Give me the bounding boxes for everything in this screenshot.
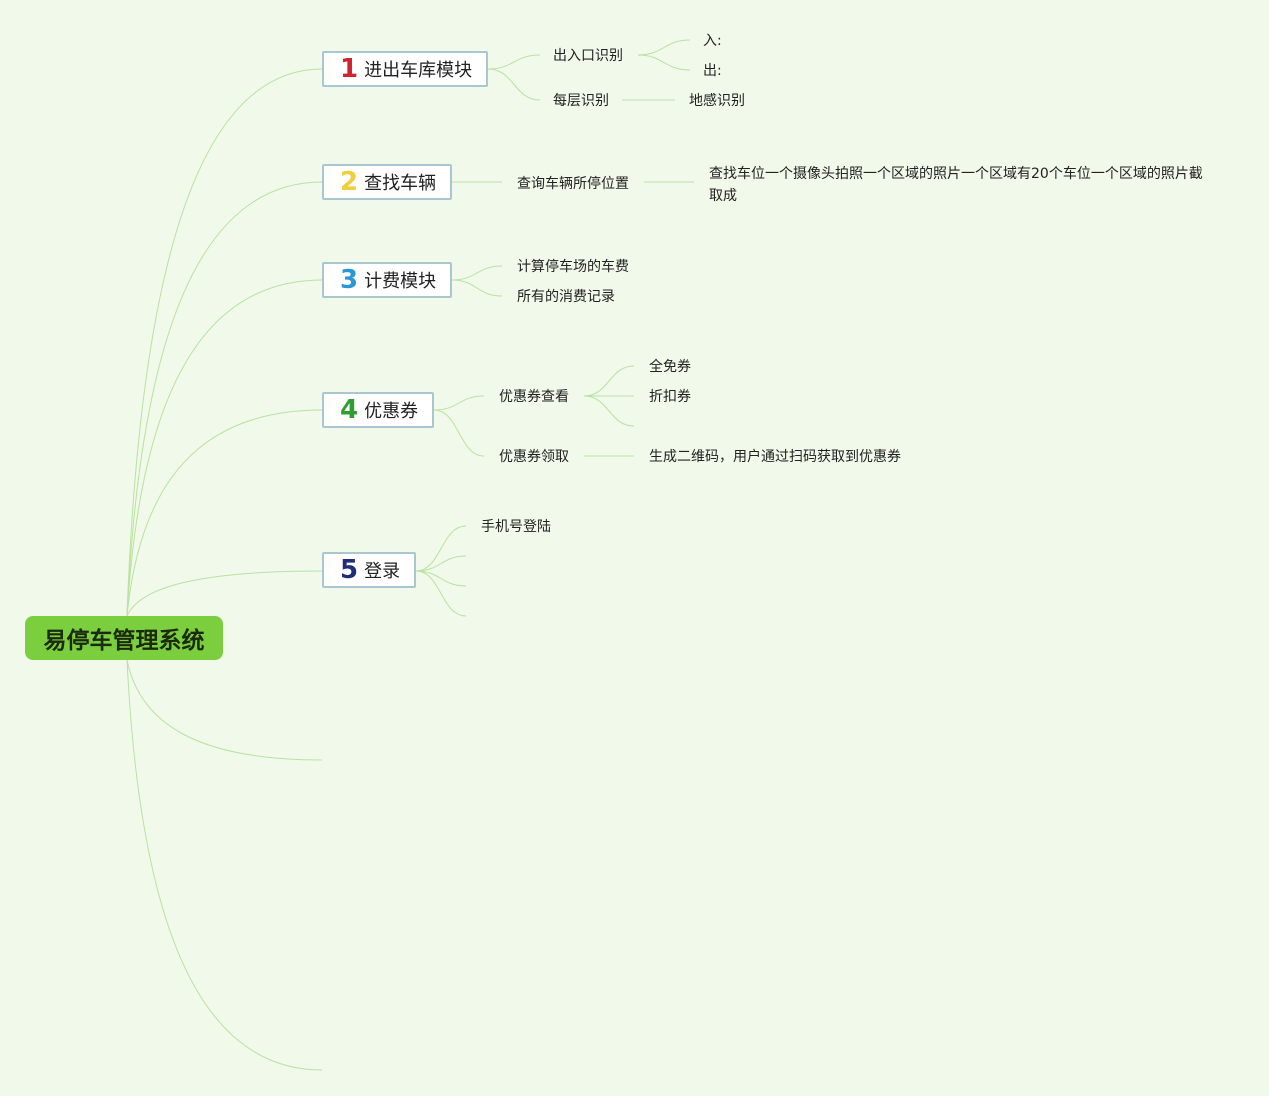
node-floor-recognition[interactable]: 每层识别: [553, 93, 609, 109]
topic-4[interactable]: 4 优惠券: [322, 392, 435, 428]
root-link-4: [126, 409, 323, 617]
node-query-location[interactable]: 查询车辆所停位置: [517, 176, 629, 192]
root-link-3: [126, 279, 323, 617]
node-qr-code[interactable]: 生成二维码，用户通过扫码获取到优惠券: [649, 449, 901, 465]
node-consumption-records[interactable]: 所有的消费记录: [517, 289, 615, 305]
topic-2-label: 查找车辆: [364, 173, 437, 194]
topic-4-label: 优惠券: [364, 401, 419, 422]
node-entry[interactable]: 入:: [703, 33, 722, 49]
root-topic-label: 易停车管理系统: [43, 628, 205, 654]
link-4b: [433, 409, 485, 457]
node-coupon-claim[interactable]: 优惠券领取: [499, 449, 569, 465]
node-coupon-view[interactable]: 优惠券查看: [499, 389, 569, 405]
topic-1[interactable]: 1 进出车库模块: [322, 51, 489, 87]
link-4a3: [583, 395, 635, 427]
link-5d: [415, 570, 467, 617]
root-link-5: [126, 570, 323, 617]
node-phone-login[interactable]: 手机号登陆: [481, 519, 551, 535]
link-3a: [451, 265, 503, 281]
root-link-1: [126, 68, 323, 617]
topic-5[interactable]: 5 登录: [322, 552, 417, 588]
link-5b: [415, 555, 467, 572]
topic-5-label: 登录: [364, 561, 401, 582]
node-calculate-fee[interactable]: 计算停车场的车费: [517, 259, 629, 275]
link-4a1: [583, 365, 635, 397]
node-free-coupon[interactable]: 全免券: [649, 359, 691, 375]
root-topic[interactable]: 易停车管理系统: [25, 616, 223, 660]
node-ground-sensor[interactable]: 地感识别: [689, 93, 745, 109]
root-link-2: [126, 181, 323, 617]
root-link-7: [126, 659, 323, 1071]
link-3b: [451, 279, 503, 297]
number-5-icon: 5: [340, 555, 359, 585]
link-1a2: [637, 54, 691, 71]
link-4a: [433, 395, 485, 411]
topic-1-label: 进出车库模块: [364, 60, 473, 81]
number-2-icon: 2: [340, 167, 359, 197]
node-exit[interactable]: 出:: [703, 63, 722, 79]
node-entrance-recognition[interactable]: 出入口识别: [553, 48, 623, 64]
topic-2[interactable]: 2 查找车辆: [322, 164, 453, 200]
root-link-6: [126, 659, 323, 761]
link-1a1: [637, 39, 691, 56]
link-1a: [487, 54, 541, 70]
number-1-icon: 1: [340, 54, 359, 84]
topic-3[interactable]: 3 计费模块: [322, 262, 453, 298]
link-5c: [415, 570, 467, 587]
number-4-icon: 4: [340, 395, 359, 425]
node-find-spot-detail[interactable]: 查找车位一个摄像头拍照一个区域的照片一个区域有20个车位一个区域的照片截取成: [709, 166, 1203, 204]
node-discount-coupon[interactable]: 折扣券: [649, 389, 691, 405]
number-3-icon: 3: [340, 265, 359, 295]
link-1b: [487, 68, 541, 101]
topic-3-label: 计费模块: [364, 271, 437, 292]
link-5a: [415, 525, 467, 572]
